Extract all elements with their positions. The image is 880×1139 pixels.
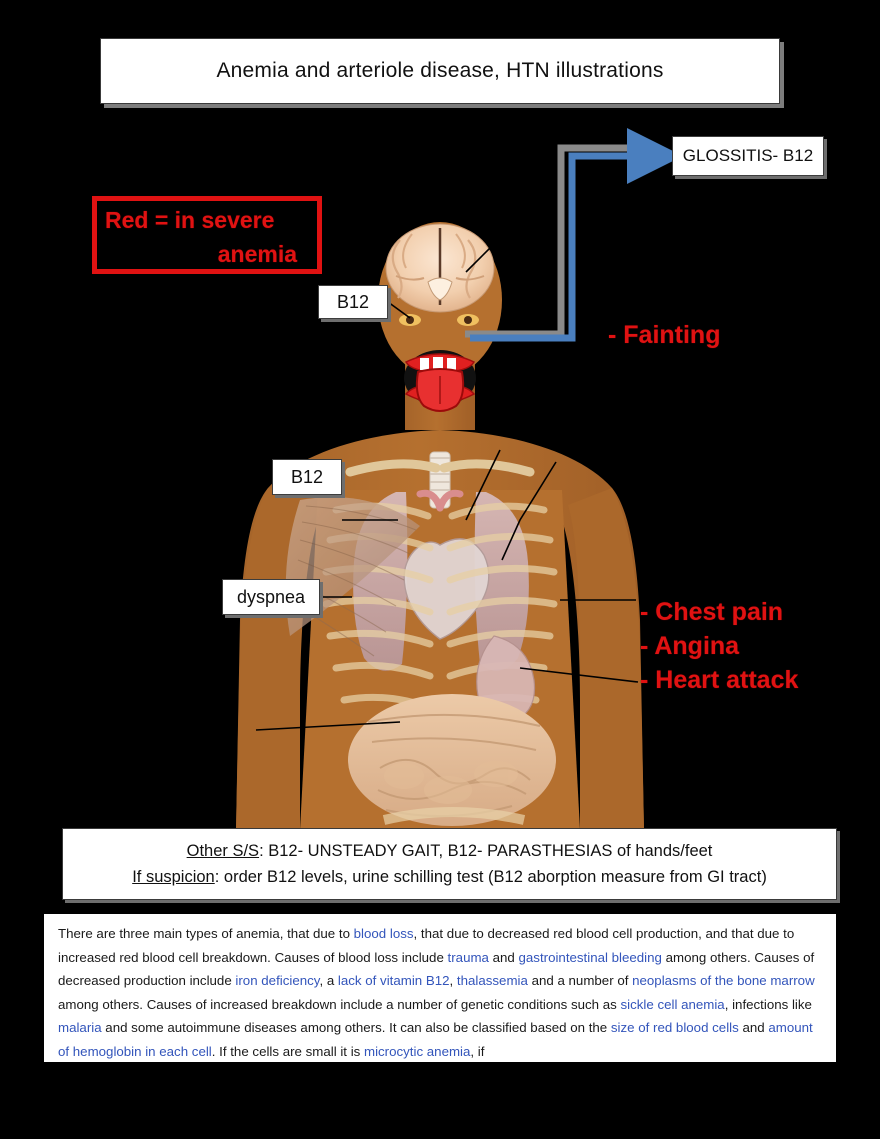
symptom-fainting: - Fainting <box>608 321 721 349</box>
info-text: , a <box>319 973 338 988</box>
info-link[interactable]: lack of vitamin B12 <box>337 973 450 988</box>
info-link[interactable]: amount of hemoglobin in each cell <box>58 1020 813 1059</box>
info-link[interactable]: gastrointestinal bleeding <box>518 949 662 965</box>
info-text: , if <box>470 1043 485 1059</box>
info-link[interactable]: sickle cell anemia <box>620 996 725 1012</box>
info-link[interactable]: size of red blood cells <box>610 1020 739 1035</box>
legend-line-1: Red = in severe <box>105 207 275 233</box>
callout-b12-lung: B12 <box>272 459 342 495</box>
other-ss-text: : B12- UNSTEADY GAIT, B12- PARASTHESIAS … <box>259 842 713 860</box>
info-link[interactable]: thalassemia <box>456 973 528 988</box>
brain <box>385 223 495 313</box>
info-link[interactable]: malaria <box>58 1020 102 1035</box>
legend-red-severe-anemia: Red = in severe anemia <box>92 196 322 274</box>
callout-dyspnea: dyspnea <box>222 579 320 615</box>
anemia-description-text: There are three main types of anemia, th… <box>58 922 822 1062</box>
info-text: , <box>449 973 457 988</box>
head <box>378 222 502 412</box>
info-link[interactable]: neoplasms of the bone marrow <box>632 973 815 988</box>
info-text: among others. Causes of increased breakd… <box>58 996 621 1012</box>
info-text: and <box>738 1020 769 1035</box>
symptom-chest-pain: - Chest pain <box>640 598 784 626</box>
page-title-banner: Anemia and arteriole disease, HTN illust… <box>100 38 780 104</box>
info-text: and some autoimmune diseases among other… <box>101 1020 611 1035</box>
if-suspicion-text: : order B12 levels, urine schilling test… <box>214 868 767 886</box>
info-link[interactable]: microcytic anemia <box>364 1043 471 1059</box>
info-link[interactable]: trauma <box>447 949 489 965</box>
info-text: and <box>488 949 519 965</box>
other-ss-line-1: Other S/S: B12- UNSTEADY GAIT, B12- PARA… <box>187 838 713 864</box>
anemia-description-panel: There are three main types of anemia, th… <box>44 914 836 1062</box>
legend-line-2: anemia <box>217 241 297 267</box>
info-text: . If the cells are small it is <box>211 1043 364 1059</box>
symptom-heart-attack: - Heart attack <box>640 666 799 694</box>
if-suspicion-label: If suspicion <box>132 868 215 886</box>
info-text: and a number of <box>527 973 633 988</box>
mouth-tongue <box>404 350 476 412</box>
info-link[interactable]: iron deficiency <box>235 973 320 988</box>
abdomen-intestines <box>348 694 556 826</box>
info-link[interactable]: blood loss <box>353 926 414 941</box>
callout-glossitis: GLOSSITIS- B12 <box>672 136 824 176</box>
other-ss-label: Other S/S <box>186 842 260 860</box>
info-text: , that due to decreased red blood cell p… <box>58 926 795 965</box>
info-text: , infections like <box>724 996 812 1012</box>
callout-b12-brain: B12 <box>318 285 388 319</box>
other-ss-line-2: If suspicion: order B12 levels, urine sc… <box>132 864 767 890</box>
info-text: among others. Causes of decreased produc… <box>58 949 815 989</box>
info-text: There are three main types of anemia, th… <box>58 926 354 941</box>
page-title: Anemia and arteriole disease, HTN illust… <box>216 59 664 82</box>
symptom-angina: - Angina <box>640 632 740 660</box>
other-signs-symptoms-box: Other S/S: B12- UNSTEADY GAIT, B12- PARA… <box>62 828 837 900</box>
